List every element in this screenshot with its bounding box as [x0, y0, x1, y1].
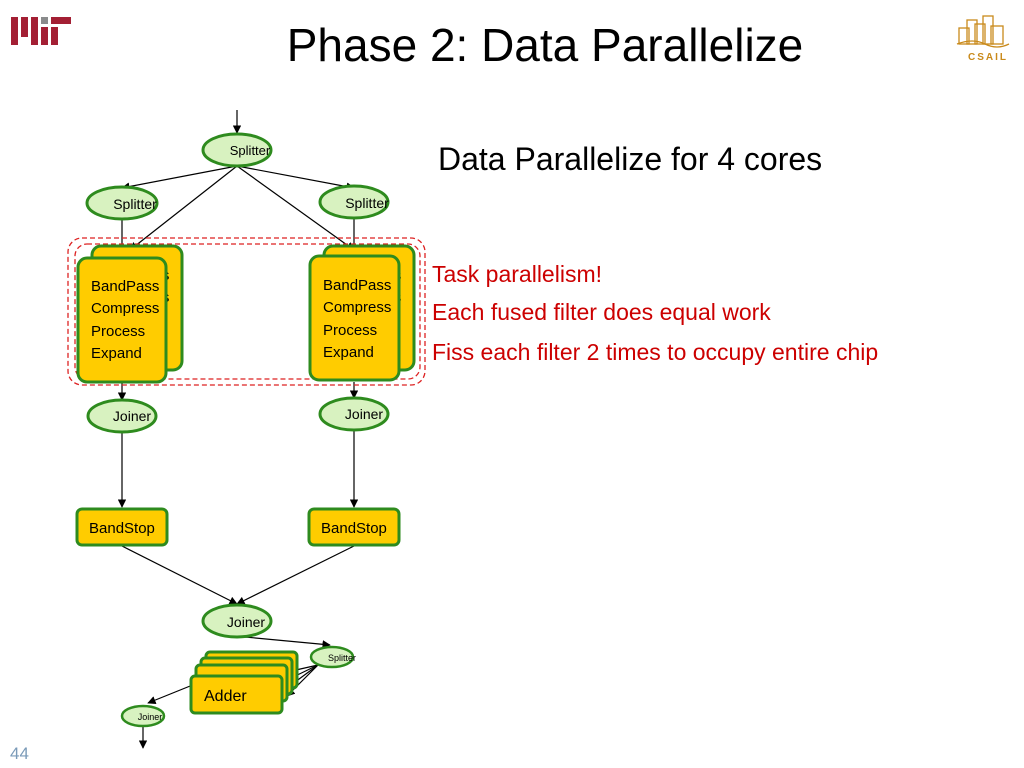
bullet-fiss-filters: Fiss each filter 2 times to occupy entir… [432, 339, 879, 365]
csail-logo-icon [956, 15, 1010, 48]
right-splitter-label: Splitter [345, 195, 389, 211]
left-splitter-node [85, 185, 159, 221]
small-joiner-label: Joiner [138, 712, 163, 722]
left-filter-line-bandpass: BandPass [91, 278, 159, 295]
left-filter-line-compress: Compress [91, 300, 159, 317]
right-filter-line-compress: Compress [323, 299, 391, 316]
bullet-equal-work: Each fused filter does equal work [432, 299, 771, 325]
left-bandstop-node [75, 507, 169, 547]
right-filter-line-process: Process [323, 322, 377, 339]
right-filter-stack: Compress Compress BandPass Compress Proc… [308, 244, 416, 382]
left-filter-line-expand: Expand [91, 345, 142, 362]
slide-subtitle: Data Parallelize for 4 cores [438, 141, 823, 177]
mit-logo-icon [11, 17, 71, 45]
left-splitter-label: Splitter [113, 196, 157, 212]
right-filter-line-expand: Expand [323, 344, 374, 361]
left-filter-stack: Compress Compress BandPass Compress Proc… [76, 244, 184, 384]
bottom-joiner-label: Joiner [227, 614, 265, 630]
adder-stack: Adder [189, 650, 299, 715]
bottom-joiner-node [201, 603, 273, 639]
small-splitter-label: Splitter [328, 653, 356, 663]
left-bandstop-label: BandStop [89, 520, 155, 537]
top-splitter-label: Splitter [230, 143, 271, 158]
adder-label: Adder [204, 688, 247, 705]
small-joiner-node [120, 704, 166, 728]
slide-title: Phase 2: Data Parallelize [286, 19, 804, 71]
right-filter-line-bandpass: BandPass [323, 277, 391, 294]
fission-highlight [67, 237, 426, 386]
left-joiner-label: Joiner [113, 408, 151, 424]
right-joiner-label: Joiner [345, 406, 383, 422]
right-joiner-node [318, 396, 390, 432]
csail-logo-label: CSAIL [968, 52, 1008, 63]
right-bandstop-label: BandStop [321, 520, 387, 537]
bullet-task-parallelism: Task parallelism! [432, 261, 602, 287]
top-splitter-node [201, 132, 273, 168]
page-number: 44 [10, 744, 29, 763]
left-joiner-node [86, 398, 158, 434]
right-splitter-node [318, 184, 390, 220]
right-bandstop-node [307, 507, 401, 547]
left-filter-line-process: Process [91, 323, 145, 340]
small-splitter-node [309, 645, 355, 669]
